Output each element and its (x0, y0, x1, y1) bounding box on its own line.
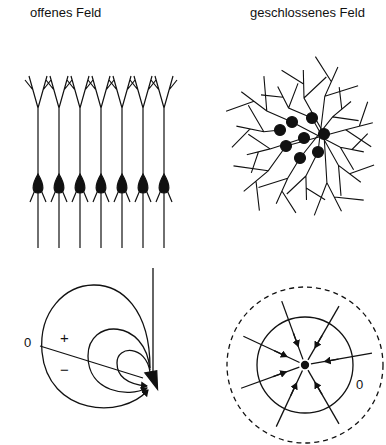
field-line (282, 301, 303, 359)
dendrite (292, 122, 368, 170)
field-line (241, 367, 299, 388)
cell-body (75, 174, 85, 193)
field-arrow (315, 336, 322, 348)
pyramidal-cells (25, 76, 177, 248)
pyramidal-cell (151, 76, 177, 248)
dendrite (232, 105, 280, 147)
cell-body (275, 125, 286, 136)
dendrite (286, 102, 373, 147)
field-line (276, 370, 302, 426)
pyramidal-cell (46, 76, 72, 248)
cell-body (295, 153, 306, 164)
dendrite (312, 118, 374, 196)
field-arrow (291, 383, 297, 396)
heading: offenes Feld (30, 6, 101, 19)
field-line (243, 336, 299, 362)
dendrite (315, 57, 358, 152)
open-field-lines (40, 268, 161, 408)
pyramidal-cell (25, 76, 51, 248)
pyramidal-cell (109, 76, 135, 248)
dendrite (226, 76, 292, 122)
zero-label: 0 (356, 378, 363, 391)
field-arrow (325, 359, 339, 361)
zero-label: 0 (24, 336, 31, 349)
cell-body (281, 141, 292, 152)
cell-body (319, 129, 330, 140)
cell-body (299, 133, 310, 144)
dendrite (259, 158, 301, 213)
dendrite (282, 70, 327, 134)
heading: geschlossenes Feld (250, 6, 365, 19)
pyramidal-cell (67, 76, 93, 248)
closed-field-lines (227, 287, 383, 443)
dendrite (247, 134, 304, 173)
field-line (311, 353, 372, 364)
field-arrow (273, 372, 286, 377)
cell-body (287, 117, 298, 128)
plus-sign: + (60, 330, 69, 345)
stellate-cells (226, 57, 374, 216)
cell-body (117, 174, 127, 193)
minus-sign: − (60, 362, 69, 377)
dendrite (300, 87, 359, 158)
field-arrow (274, 351, 287, 357)
cell-body (138, 174, 148, 193)
cell-body (96, 174, 106, 193)
cell-body (33, 174, 43, 193)
dendrite (287, 152, 325, 200)
field-arrow (293, 333, 298, 346)
pyramidal-cell (130, 76, 156, 248)
cell-body (54, 174, 64, 193)
pyramidal-cell (88, 76, 114, 248)
cell-body (159, 174, 169, 193)
dendrite (234, 146, 287, 211)
field-line (308, 370, 339, 424)
dendrite (261, 83, 312, 118)
field-arrow (315, 382, 322, 394)
field-line (308, 306, 339, 360)
dendrite (314, 134, 363, 215)
cell-body (307, 113, 318, 124)
cell-body (313, 147, 324, 158)
